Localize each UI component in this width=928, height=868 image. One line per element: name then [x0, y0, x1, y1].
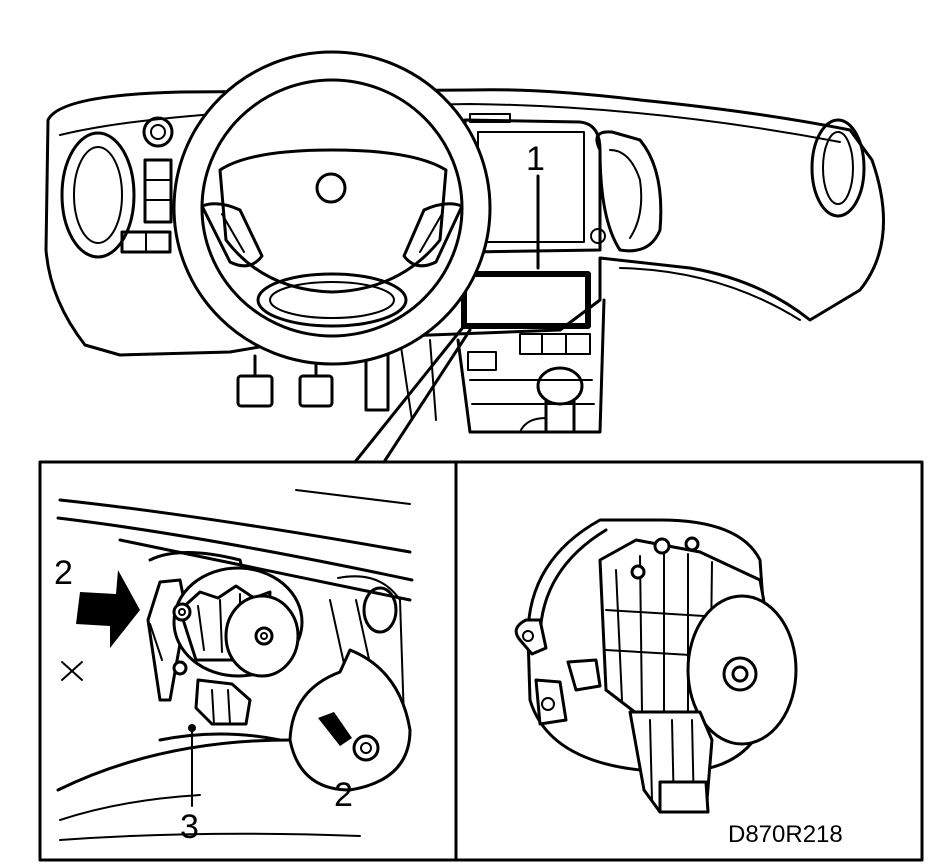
- callout-2-screw: 2: [334, 776, 353, 814]
- right-inset-illustration: [514, 518, 798, 814]
- arrow-icon: [76, 570, 140, 648]
- callout-1: 1: [526, 140, 545, 178]
- left-inset-illustration: [56, 489, 414, 841]
- dashboard-illustration: [44, 50, 886, 434]
- callout-3: 3: [180, 808, 199, 846]
- figure-code: D870R218: [728, 821, 843, 848]
- zoom-pointer-lines: [353, 324, 472, 464]
- right-inset-frame: [454, 460, 924, 862]
- callout-2-arrow: 2: [54, 554, 73, 592]
